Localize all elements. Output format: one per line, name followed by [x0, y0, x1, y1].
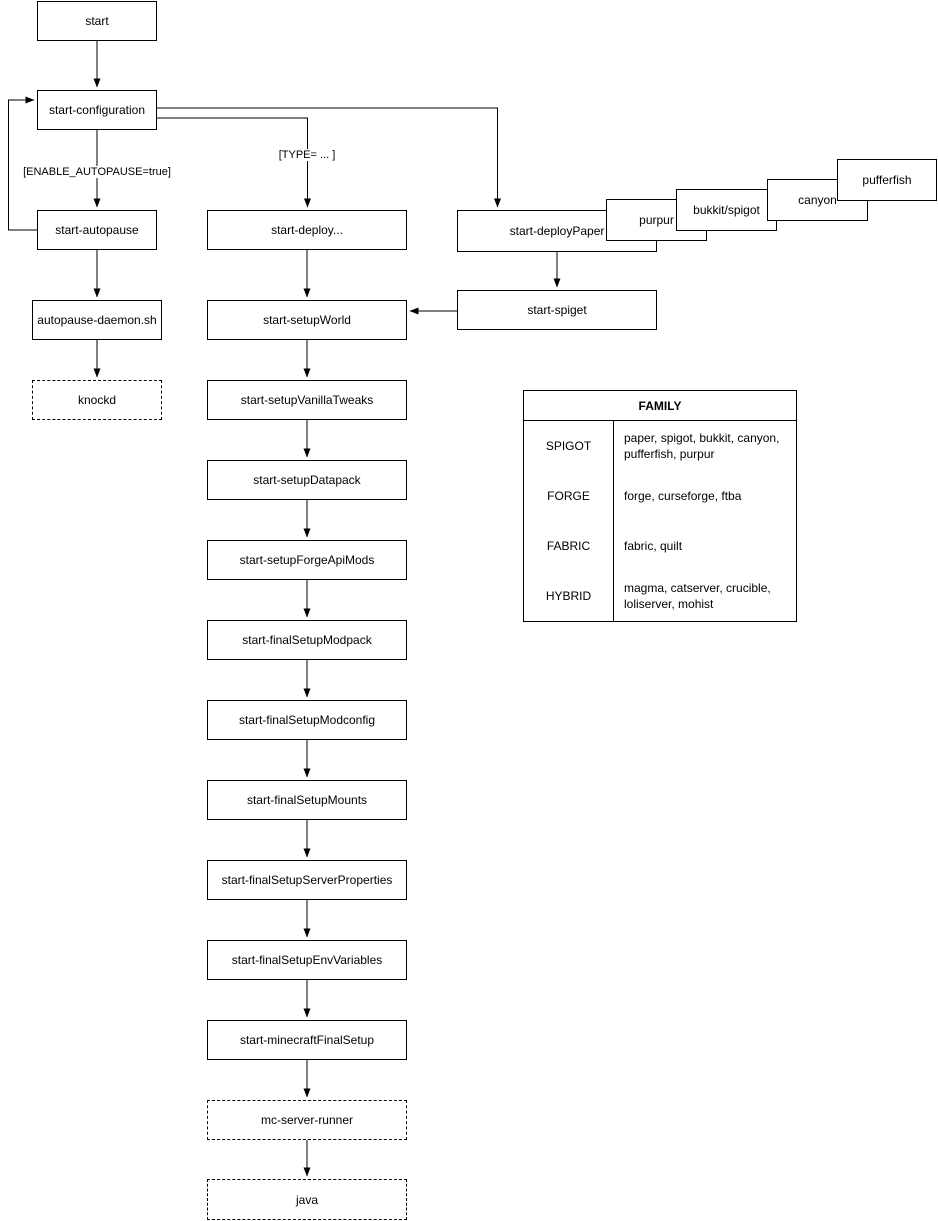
- family-table: FAMILY SPIGOT paper, spigot, bukkit, can…: [523, 390, 797, 622]
- node-start-setup-forge-api-mods: start-setupForgeApiMods: [207, 540, 407, 580]
- node-start-deploy: start-deploy...: [207, 210, 407, 250]
- node-start-setup-vanilla-tweaks: start-setupVanillaTweaks: [207, 380, 407, 420]
- node-autopause-daemon-sh: autopause-daemon.sh: [32, 300, 162, 340]
- node-start-configuration: start-configuration: [37, 90, 157, 130]
- family-members: paper, spigot, bukkit, canyon, pufferfis…: [624, 431, 780, 461]
- family-members: fabric, quilt: [624, 539, 683, 553]
- node-start-minecraft-final-setup: start-minecraftFinalSetup: [207, 1020, 407, 1060]
- family-table-title: FAMILY: [524, 391, 796, 421]
- family-name: SPIGOT: [524, 421, 614, 471]
- node-start-setup-world: start-setupWorld: [207, 300, 407, 340]
- node-mc-server-runner: mc-server-runner: [207, 1100, 407, 1140]
- node-start-spiget: start-spiget: [457, 290, 657, 330]
- family-row-fabric: FABRIC fabric, quilt: [524, 521, 796, 571]
- node-start-autopause: start-autopause: [37, 210, 157, 250]
- family-members: forge, curseforge, ftba: [624, 489, 742, 503]
- node-start-final-setup-modconfig: start-finalSetupModconfig: [207, 700, 407, 740]
- node-start-final-setup-env-variables: start-finalSetupEnvVariables: [207, 940, 407, 980]
- family-name: HYBRID: [524, 571, 614, 621]
- node-start-final-setup-server-properties: start-finalSetupServerProperties: [207, 860, 407, 900]
- node-start-final-setup-modpack: start-finalSetupModpack: [207, 620, 407, 660]
- edge-label-enable-autopause: [ENABLE_AUTOPAUSE=true]: [21, 166, 173, 178]
- family-name: FABRIC: [524, 521, 614, 571]
- node-bukkit-spigot: bukkit/spigot: [676, 189, 777, 231]
- family-row-spigot: SPIGOT paper, spigot, bukkit, canyon, pu…: [524, 421, 796, 471]
- node-start: start: [37, 1, 157, 41]
- family-row-forge: FORGE forge, curseforge, ftba: [524, 471, 796, 521]
- edge-label-type: [TYPE= ... ]: [276, 149, 338, 161]
- node-knockd: knockd: [32, 380, 162, 420]
- node-pufferfish: pufferfish: [837, 159, 937, 201]
- family-members: magma, catserver, crucible, loliserver, …: [624, 581, 771, 611]
- node-start-setup-datapack: start-setupDatapack: [207, 460, 407, 500]
- family-row-hybrid: HYBRID magma, catserver, crucible, lolis…: [524, 571, 796, 621]
- node-java: java: [207, 1179, 407, 1220]
- family-name: FORGE: [524, 471, 614, 521]
- node-start-final-setup-mounts: start-finalSetupMounts: [207, 780, 407, 820]
